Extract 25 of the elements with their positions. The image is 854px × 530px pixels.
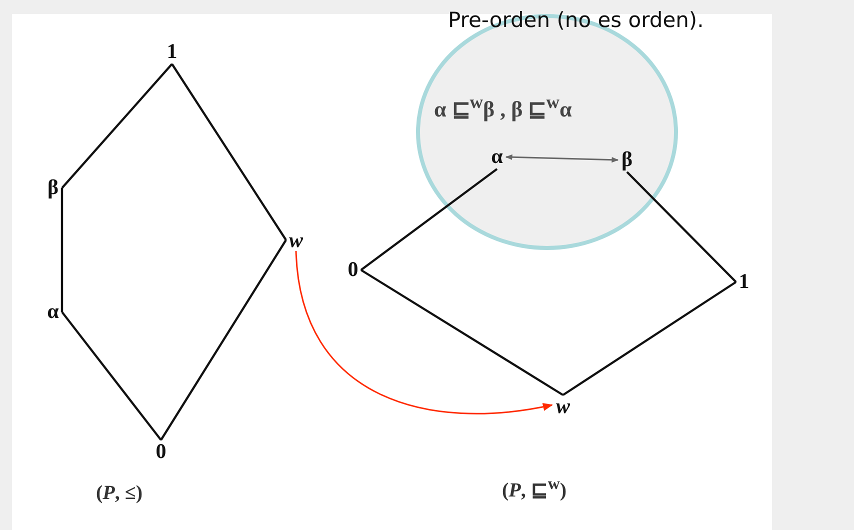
vertex-label: w (286, 229, 306, 251)
poset-caption: (P, ⊑$^{w}$) (502, 474, 567, 503)
poset-caption: (P, ≤) (96, 482, 143, 505)
vertex-label: β (618, 148, 636, 172)
vertex-label: w (552, 395, 574, 415)
relation-text: α ⊑$^{w}$β , β ⊑$^{w}$α (434, 92, 572, 122)
arrow (295, 250, 553, 414)
arrow (505, 154, 619, 163)
hasse-edge (171, 63, 287, 241)
hasse-edge (360, 168, 498, 271)
hasse-edge (562, 281, 737, 396)
hasse-edge (61, 311, 162, 441)
hasse-edge (61, 63, 173, 189)
hasse-edge (160, 239, 287, 441)
vertex-label: α (488, 145, 506, 169)
vertex-label: 0 (345, 258, 361, 282)
hasse-edge (60, 188, 64, 312)
vertex-label: 0 (153, 440, 169, 464)
hasse-edge (360, 269, 564, 396)
vertex-label: α (44, 300, 62, 324)
vertex-label: β (44, 176, 62, 200)
note-text: Pre-orden (no es orden). (448, 8, 704, 32)
vertex-label: 1 (736, 270, 752, 294)
vertex-label: 1 (164, 40, 180, 64)
hasse-edge (626, 171, 737, 283)
